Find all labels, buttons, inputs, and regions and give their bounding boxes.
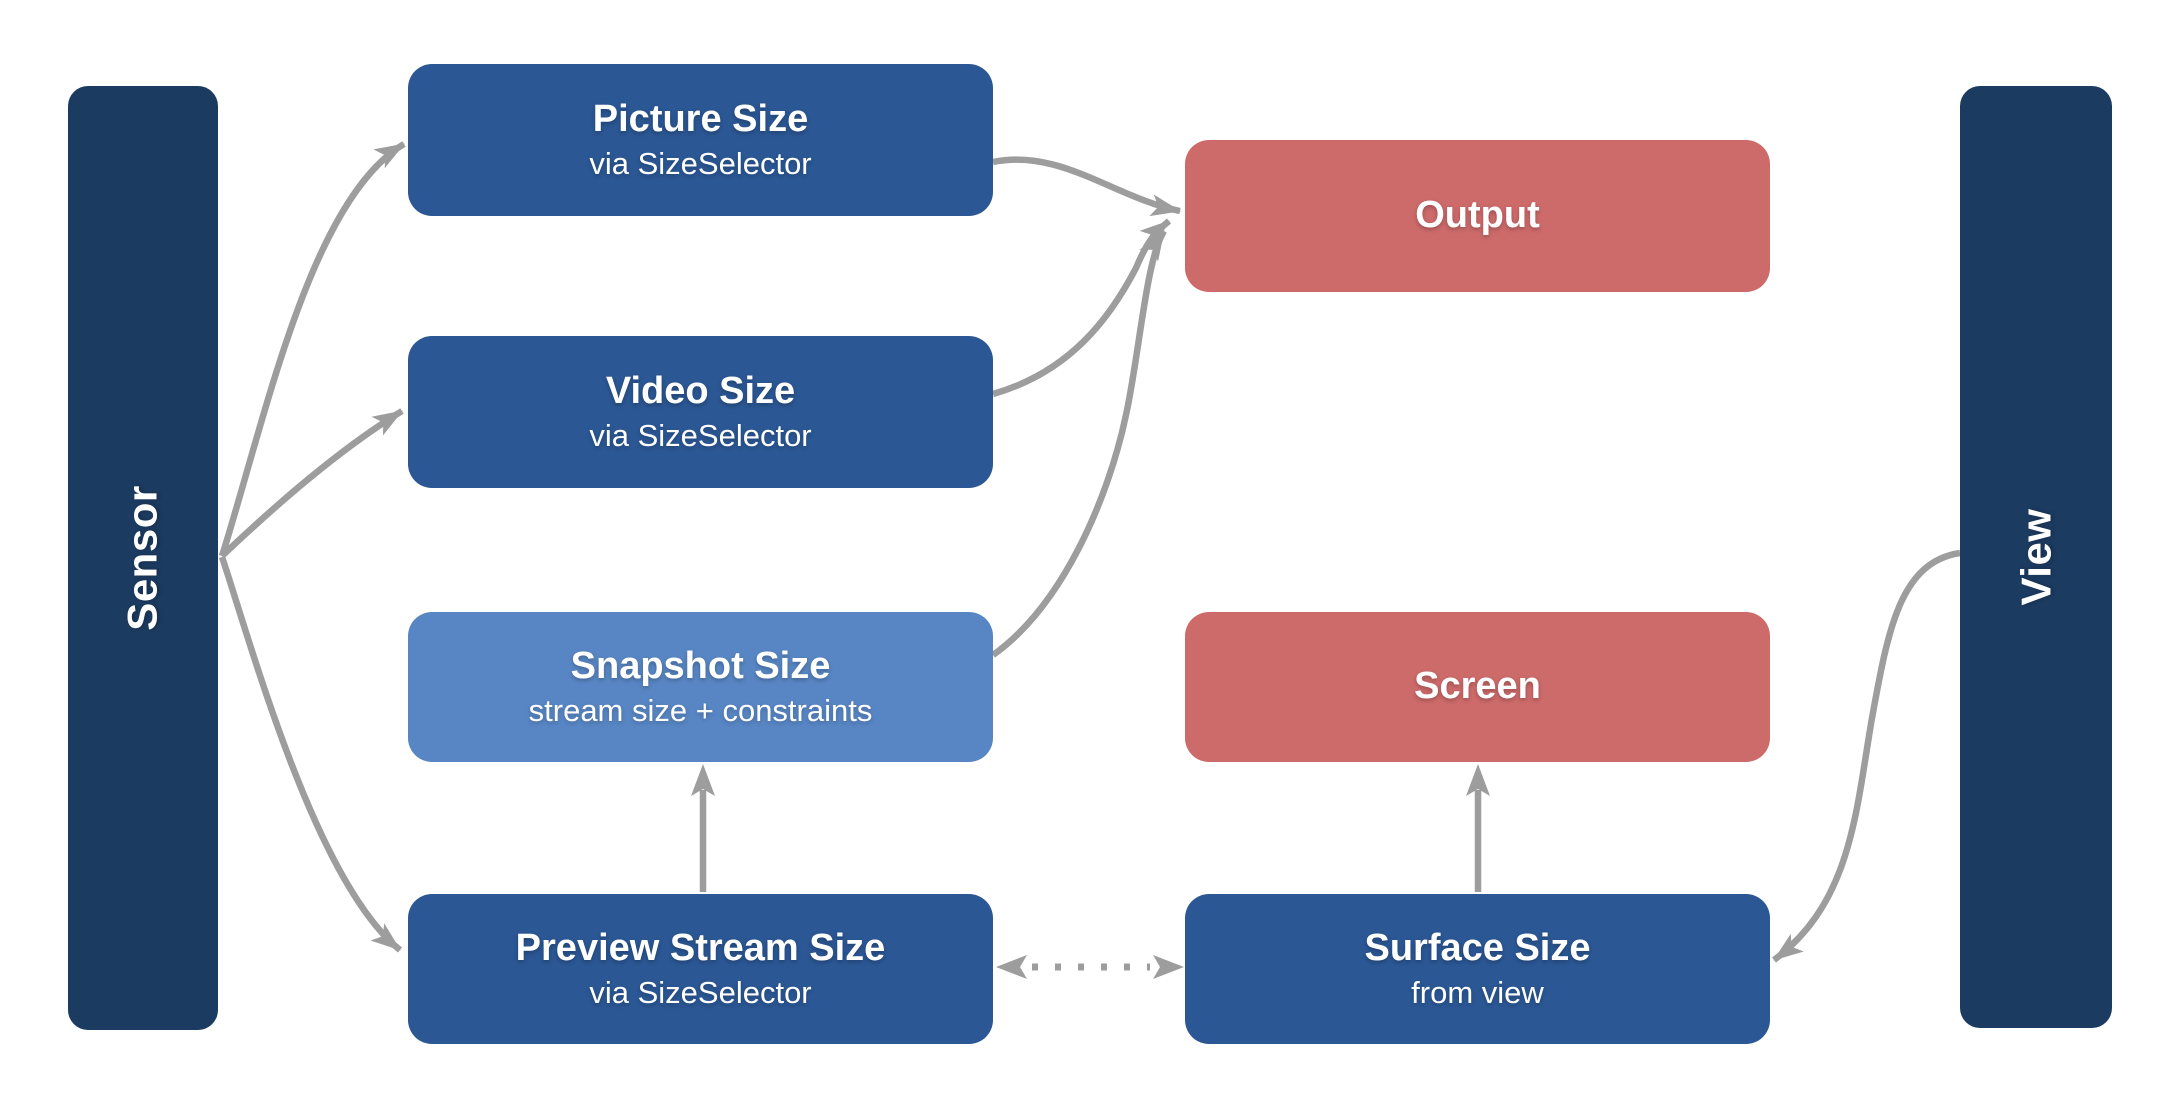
edge-sensor-to-video (219, 408, 404, 559)
node-title: Screen (1414, 665, 1541, 708)
arrowhead-dotted-left (996, 955, 1027, 979)
node-title: Video Size (605, 370, 796, 413)
edge-view-to-surface (1772, 549, 1961, 963)
node-subtitle: via SizeSelector (589, 417, 812, 453)
node-subtitle: via SizeSelector (589, 974, 812, 1010)
node-title: Picture Size (592, 98, 809, 141)
node-subtitle: via SizeSelector (589, 145, 812, 181)
edge-snapshot-to-output (991, 229, 1167, 658)
arrowhead-preview-to-snapshot (691, 764, 715, 796)
node-video-size: Video Size via SizeSelector (408, 336, 993, 488)
node-surface-size: Surface Size from view (1185, 894, 1770, 1044)
sensor-bar: Sensor (68, 86, 218, 1030)
arrowhead-dotted-right (1153, 955, 1184, 979)
arrowhead-surface-to-screen (1466, 764, 1490, 796)
node-screen: Screen (1185, 612, 1770, 762)
node-output: Output (1185, 140, 1770, 292)
sensor-bar-label: Sensor (118, 485, 166, 631)
node-title: Output (1415, 194, 1540, 237)
view-bar: View (1960, 86, 2112, 1028)
node-subtitle: from view (1411, 974, 1544, 1010)
view-bar-label: View (2011, 508, 2059, 606)
edge-picture-to-output (992, 156, 1181, 217)
node-title: Preview Stream Size (515, 927, 886, 970)
node-title: Surface Size (1364, 927, 1591, 970)
edge-sensor-to-picture (218, 141, 406, 557)
node-preview-stream-size: Preview Stream Size via SizeSelector (408, 894, 993, 1044)
node-snapshot-size: Snapshot Size stream size + constraints (408, 612, 993, 762)
node-picture-size: Picture Size via SizeSelector (408, 64, 993, 216)
node-subtitle: stream size + constraints (528, 692, 873, 728)
node-title: Snapshot Size (570, 645, 831, 688)
edge-sensor-to-preview (218, 555, 403, 953)
